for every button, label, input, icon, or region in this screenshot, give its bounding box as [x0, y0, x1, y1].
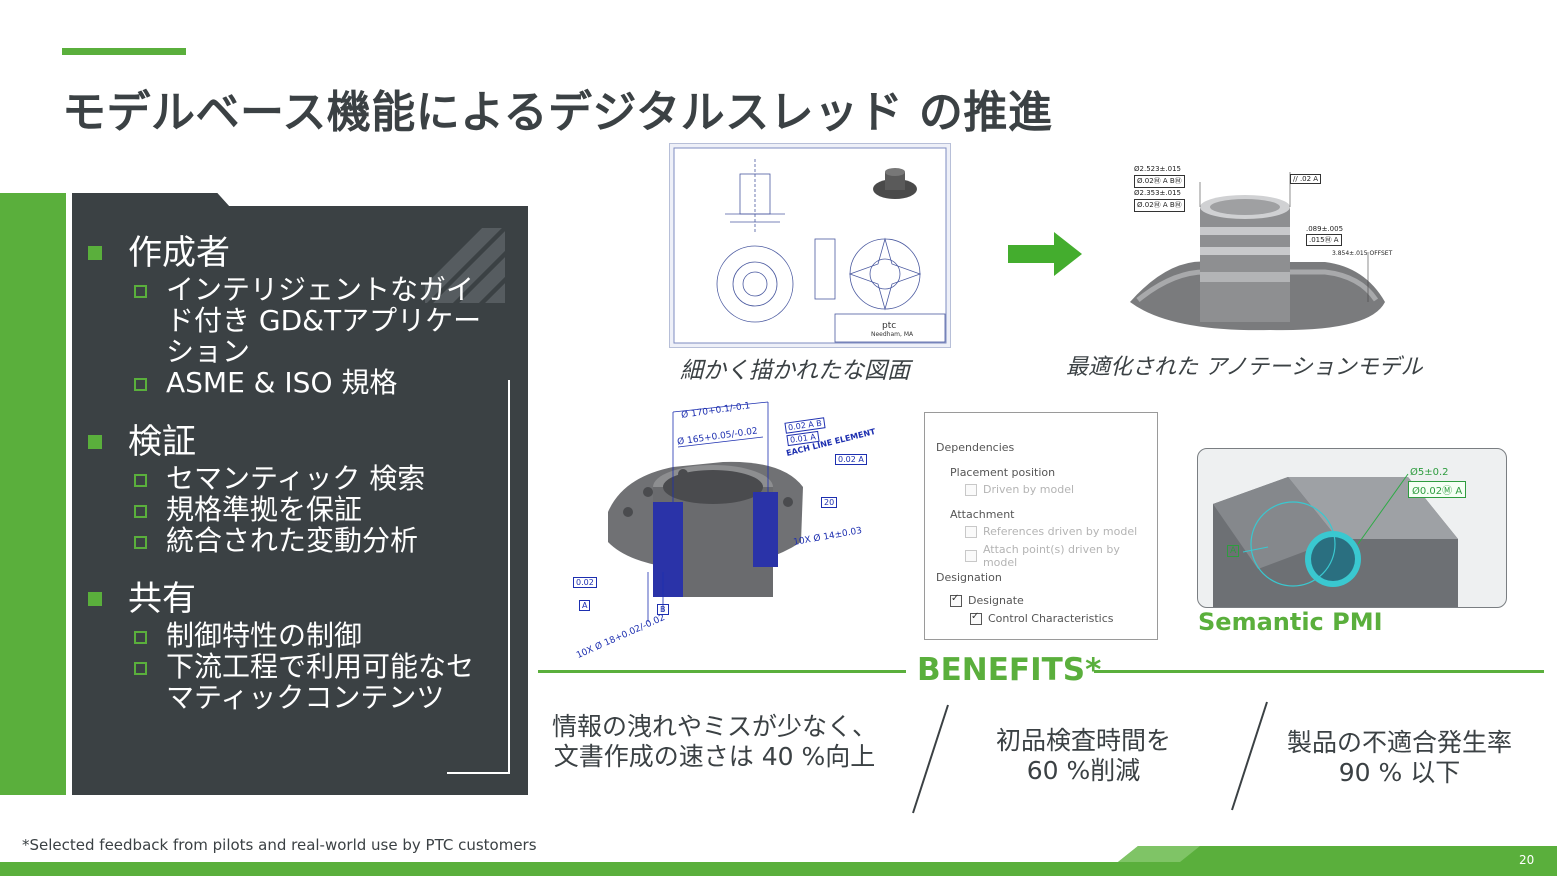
benefits-heading: BENEFITS* [917, 652, 1102, 688]
driven-by-model-checkbox[interactable]: Driven by model [965, 483, 1074, 496]
annotation-label: Ø2.353±.015 [1134, 189, 1182, 197]
section-item: 制御特性の制御 [166, 619, 363, 652]
page-title: モデルベース機能によるデジタルスレッド の推進 [62, 87, 1053, 138]
attachment-label: Attachment [950, 508, 1015, 521]
checkbox-label: Driven by model [983, 483, 1075, 496]
benefit-divider [912, 704, 949, 814]
arrow-right-icon [1008, 232, 1082, 276]
semantic-pmi-image: Ø5±0.2 Ø0.02Ⓜ A A [1197, 448, 1507, 608]
section-author: 作成者 インテリジェントなガイド付き GD&Tアプリケーション ASME & I… [88, 234, 486, 398]
benefit-line: 情報の洩れやミスが少なく、 [552, 712, 878, 741]
model-annotation-group: .089±.005 .015Ⓜ A [1306, 224, 1343, 246]
annotated-caption: 最適化された アノテーションモデル [1066, 355, 1423, 380]
checkbox-label: Control Characteristics [988, 612, 1114, 625]
checkbox-label: References driven by model [983, 525, 1138, 538]
technical-drawing-image: Needham, MA ptc [669, 143, 951, 348]
flange-model-image: Ø 170+0.1/-0.1 Ø 165+0.05/-0.02 0.02 A B… [553, 392, 888, 662]
bullet-outline-icon [134, 536, 147, 549]
bullet-outline-icon [134, 474, 147, 487]
placement-position-label: Placement position [950, 466, 1056, 479]
references-driven-checkbox[interactable]: References driven by model [965, 525, 1137, 538]
benefit-item: 情報の洩れやミスが少なく、 文書作成の速さは 40 %向上 [552, 712, 877, 772]
bullet-outline-icon [134, 285, 147, 298]
bullet-outline-icon [134, 631, 147, 644]
control-characteristics-checkbox[interactable]: Control Characteristics [970, 611, 1114, 625]
bullet-square-icon [88, 246, 102, 260]
section-item: セマンティック 検索 [166, 462, 426, 495]
annotation-label: Ø2.523±.015 [1134, 165, 1182, 173]
semantic-pmi-caption: Semantic PMI [1198, 608, 1383, 636]
section-verify: 検証 セマンティック 検索 規格準拠を保証 統合された変動分析 [88, 423, 486, 556]
semantic-dimension-label: Ø5±0.2 [1410, 467, 1449, 478]
section-heading: 検証 [128, 422, 196, 462]
panel-tab [72, 193, 230, 207]
benefit-divider [1231, 701, 1268, 811]
panel-green-bar [0, 193, 66, 795]
checkbox-label: Attach point(s) driven by model [982, 543, 1120, 569]
bullet-square-icon [88, 435, 102, 449]
title-accent-bar [62, 48, 186, 55]
benefit-line: 文書作成の速さは 40 %向上 [553, 742, 876, 771]
panel-corner-line-horizontal [447, 772, 510, 774]
semantic-datum-label: A [1227, 545, 1240, 557]
drawing-company-label: Needham, MA [871, 331, 914, 338]
annotated-model-image: Ø2.523±.015 Ø.02Ⓜ A BⓂ Ø2.353±.015 Ø.02Ⓜ… [1110, 152, 1400, 337]
attach-points-driven-checkbox[interactable]: Attach point(s) driven by model [965, 543, 1157, 569]
drawing-caption: 細かく描かれたな図面 [680, 358, 910, 384]
panel-corner-line-vertical [508, 380, 510, 774]
annotation-label: Ø.02Ⓜ A BⓂ [1134, 199, 1185, 212]
page-number: 20 [1519, 853, 1535, 867]
pmi-properties-panel: Dependencies Placement position Driven b… [924, 412, 1158, 640]
flange-annotation: B [657, 604, 669, 615]
flange-annotation: A [579, 600, 591, 611]
section-share: 共有 制御特性の制御 下流工程で利用可能なセマティックコンテンツ [88, 580, 486, 713]
benefit-line: 製品の不適合発生率 [1287, 728, 1513, 757]
section-item: 統合された変動分析 [166, 524, 419, 557]
bullet-outline-icon [134, 662, 147, 675]
feature-panel [72, 206, 528, 795]
flange-annotation: 0.02 A [835, 454, 867, 465]
bullet-outline-icon [134, 378, 147, 391]
benefit-line: 60 %削減 [1026, 756, 1141, 785]
benefits-line-right [1094, 670, 1544, 673]
annotation-label: 3.854±.015 OFFSET [1332, 250, 1393, 257]
model-annotation-group: Ø2.523±.015 Ø.02Ⓜ A BⓂ Ø2.353±.015 Ø.02Ⓜ… [1134, 164, 1185, 212]
footnote: *Selected feedback from pilots and real-… [22, 836, 537, 854]
semantic-tolerance-label: Ø0.02Ⓜ A [1408, 481, 1467, 498]
bullet-square-icon [88, 592, 102, 606]
annotation-label: .015Ⓜ A [1306, 234, 1342, 246]
checkbox-label: Designate [968, 594, 1024, 607]
flange-annotation: 20 [821, 497, 838, 508]
annotation-label: Ø.02Ⓜ A BⓂ [1134, 175, 1185, 188]
benefits-line-left [538, 670, 906, 673]
section-heading: 共有 [128, 579, 196, 619]
benefit-item: 初品検査時間を 60 %削減 [996, 726, 1171, 786]
benefit-line: 初品検査時間を [996, 726, 1172, 755]
benefit-item: 製品の不適合発生率 90 % 以下 [1287, 728, 1512, 788]
benefit-line: 90 % 以下 [1338, 758, 1461, 787]
bullet-outline-icon [134, 505, 147, 518]
annotation-label: .089±.005 [1306, 225, 1344, 233]
section-item: インテリジェントなガイド付き GD&Tアプリケーション [166, 273, 482, 368]
section-item: ASME & ISO 規格 [166, 366, 398, 399]
ptc-logo: ptc [882, 321, 897, 331]
section-item: 下流工程で利用可能なセマティックコンテンツ [166, 650, 475, 714]
designate-checkbox[interactable]: Designate [950, 593, 1024, 607]
section-heading: 作成者 [128, 233, 230, 273]
dependencies-heading: Dependencies [936, 441, 1015, 454]
designation-heading: Designation [936, 571, 1002, 584]
section-item: 規格準拠を保証 [166, 493, 363, 526]
annotation-label: // .02 A [1290, 174, 1322, 184]
flange-annotation: 0.02 [573, 577, 597, 588]
footer-bar [0, 846, 1557, 876]
